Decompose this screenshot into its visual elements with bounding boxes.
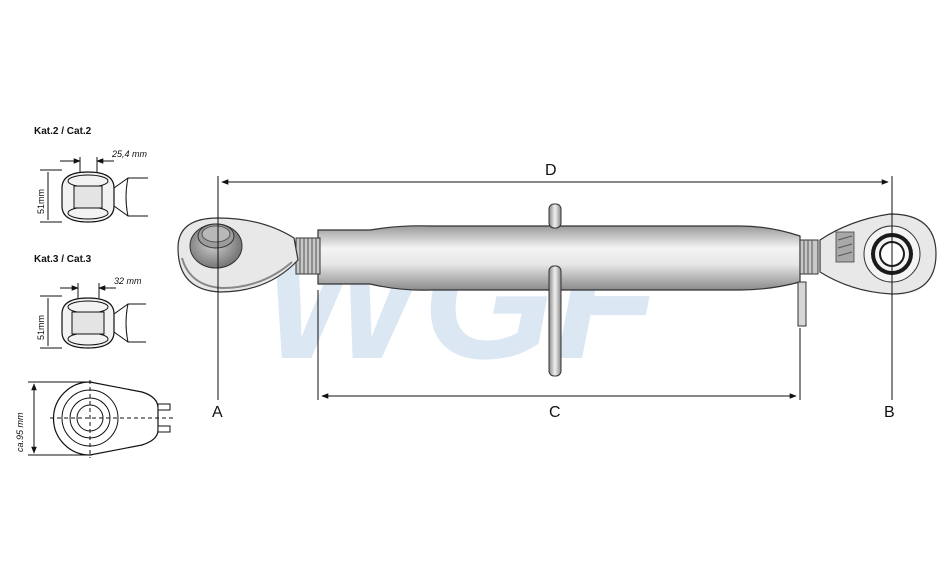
dimension-label-b: B [884, 404, 895, 421]
detail-kat3-title: Kat.3 / Cat.3 [34, 254, 92, 265]
dimension-lines [217, 176, 893, 400]
detail-kat3-height: 51mm [36, 315, 46, 340]
detail-kat2-width: 25,4 mm [111, 149, 148, 159]
dimension-label-c: C [549, 404, 561, 421]
top-link [177, 203, 937, 377]
dimension-label-a: A [212, 404, 223, 421]
detail-eye-height: ca.95 mm [15, 412, 25, 452]
detail-kat2-height: 51mm [36, 189, 46, 214]
detail-kat2: Kat.2 / Cat.2 25,4 mm 51mm [34, 126, 148, 223]
detail-eye: ca.95 mm [15, 380, 176, 458]
detail-kat3: Kat.3 / Cat.3 32 mm 51mm [34, 254, 146, 349]
dimension-label-d: D [545, 162, 557, 179]
detail-kat3-width: 32 mm [114, 276, 142, 286]
detail-kat2-title: Kat.2 / Cat.2 [34, 126, 92, 137]
